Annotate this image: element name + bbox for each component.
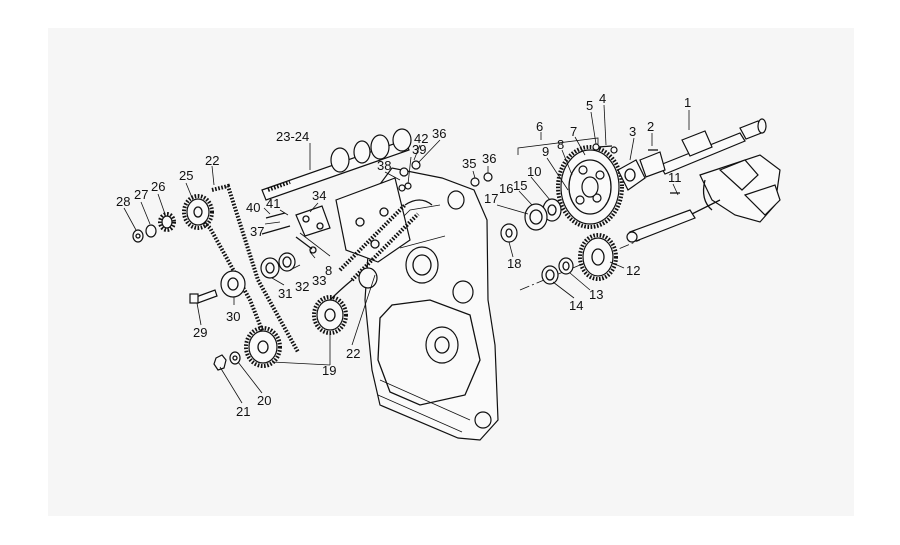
- callout-28: 28: [116, 194, 130, 209]
- camshaft-23-24-drawing: [261, 128, 412, 201]
- callout-16: 16: [499, 181, 513, 196]
- callout-31: 31: [278, 286, 292, 301]
- callout-13: 13: [589, 287, 603, 302]
- callout-34: 34: [312, 188, 326, 203]
- timing-gear-large-drawing: [556, 145, 624, 229]
- callout-12: 12: [626, 263, 640, 278]
- callout-26: 26: [151, 179, 165, 194]
- callout-42: 42: [414, 131, 428, 146]
- callout-38: 38: [377, 158, 391, 173]
- callout-2: 2: [647, 119, 654, 134]
- callout-10: 10: [527, 164, 541, 179]
- callout-30: 30: [226, 309, 240, 324]
- parts-26-28-drawing: [132, 212, 176, 243]
- callout-21: 21: [236, 404, 250, 419]
- callout-3: 3: [629, 124, 636, 139]
- callout-9: 9: [542, 144, 549, 159]
- callout-27: 27: [134, 187, 148, 202]
- callout-8-bracket: 8: [325, 263, 332, 278]
- callout-36-top: 36: [432, 126, 446, 141]
- callout-22-center: 22: [346, 346, 360, 361]
- callout-29: 29: [193, 325, 207, 340]
- washers-13-14-drawing: [541, 257, 574, 285]
- callout-8-gear: 8: [557, 137, 564, 152]
- callout-20: 20: [257, 393, 271, 408]
- leader-lines: [123, 104, 690, 404]
- callout-5: 5: [586, 98, 593, 113]
- callout-32: 32: [295, 279, 309, 294]
- bracket-34-drawing: [260, 205, 331, 279]
- nuts-35-42-drawing: [398, 160, 493, 192]
- timing-gear-small-drawing: [578, 233, 618, 281]
- callout-22-left: 22: [205, 153, 219, 168]
- callout-23-24: 23-24: [276, 129, 309, 144]
- callout-25: 25: [179, 168, 193, 183]
- callout-11: 11: [668, 170, 682, 185]
- callout-labels: 1 2 3 4 5 6 7 8 9 10 11 12 13 14 15 16 1…: [116, 91, 691, 419]
- callout-39: 39: [412, 142, 426, 157]
- small-parts-3-5-drawing: [592, 143, 680, 194]
- callout-35: 35: [462, 156, 476, 171]
- camshaft-right-drawing: [639, 118, 767, 178]
- callout-7: 7: [570, 124, 577, 139]
- nut-washer-20-21-drawing: [213, 351, 241, 371]
- crankshaft-drawing: [519, 154, 781, 291]
- callout-19: 19: [322, 363, 336, 378]
- crank-pulley-drawing: [244, 326, 282, 368]
- bearings-15-18-drawing: [500, 198, 562, 243]
- callout-33: 33: [312, 273, 326, 288]
- callout-17: 17: [484, 191, 498, 206]
- callout-14: 14: [569, 298, 583, 313]
- callout-15: 15: [513, 178, 527, 193]
- bolt-29-drawing: [189, 289, 218, 304]
- callout-41: 41: [266, 196, 280, 211]
- pulley-25-drawing: [182, 194, 214, 230]
- timing-belt-left-drawing: [200, 183, 300, 353]
- callout-37: 37: [250, 224, 264, 239]
- callout-18: 18: [507, 256, 521, 271]
- callout-36-right: 36: [482, 151, 496, 166]
- callout-40: 40: [246, 200, 260, 215]
- tensioner-30-drawing: [220, 270, 246, 298]
- callout-4: 4: [599, 91, 606, 106]
- callout-1: 1: [684, 95, 691, 110]
- callout-6: 6: [536, 119, 543, 134]
